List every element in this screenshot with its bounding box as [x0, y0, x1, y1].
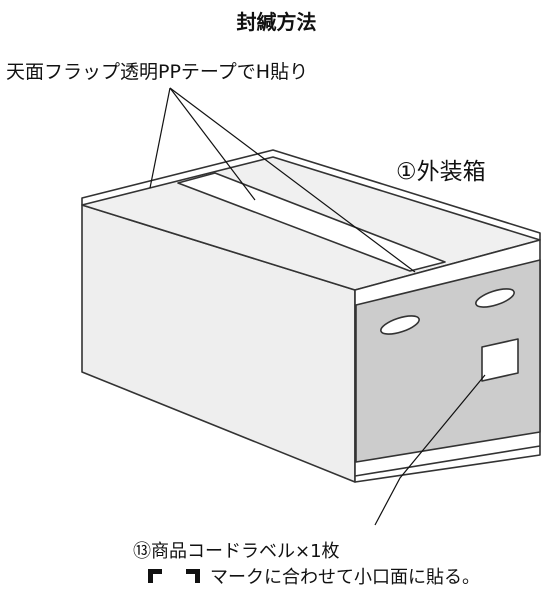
callout-line-2 [169, 87, 256, 201]
mark-instruction-text: マークに合わせて小口面に貼る。 [210, 567, 480, 588]
corner-mark-right-icon [186, 569, 200, 583]
callout-line-1 [149, 87, 171, 189]
tape-end-strip [354, 445, 541, 477]
callout-line-3 [169, 87, 416, 273]
product-code-label-text: ⑬商品コードラベル×1枚 [133, 541, 340, 562]
callout-line-label [374, 374, 486, 526]
tape-strip [177, 172, 446, 272]
end-face-panel [355, 259, 541, 463]
hand-hole-right [475, 288, 515, 308]
product-code-label [481, 338, 519, 382]
hand-hole-left [380, 315, 420, 335]
corner-mark-left-icon [148, 569, 162, 583]
diagram-title: 封緘方法 [236, 10, 317, 34]
tape-callout-label: 天面フラップ透明PPテープでH貼り [6, 61, 309, 83]
box-top-edge [81, 149, 541, 240]
mark-instruction-row: マークに合わせて小口面に貼る。 [148, 563, 480, 589]
outer-box-label: ①外装箱 [396, 159, 486, 185]
